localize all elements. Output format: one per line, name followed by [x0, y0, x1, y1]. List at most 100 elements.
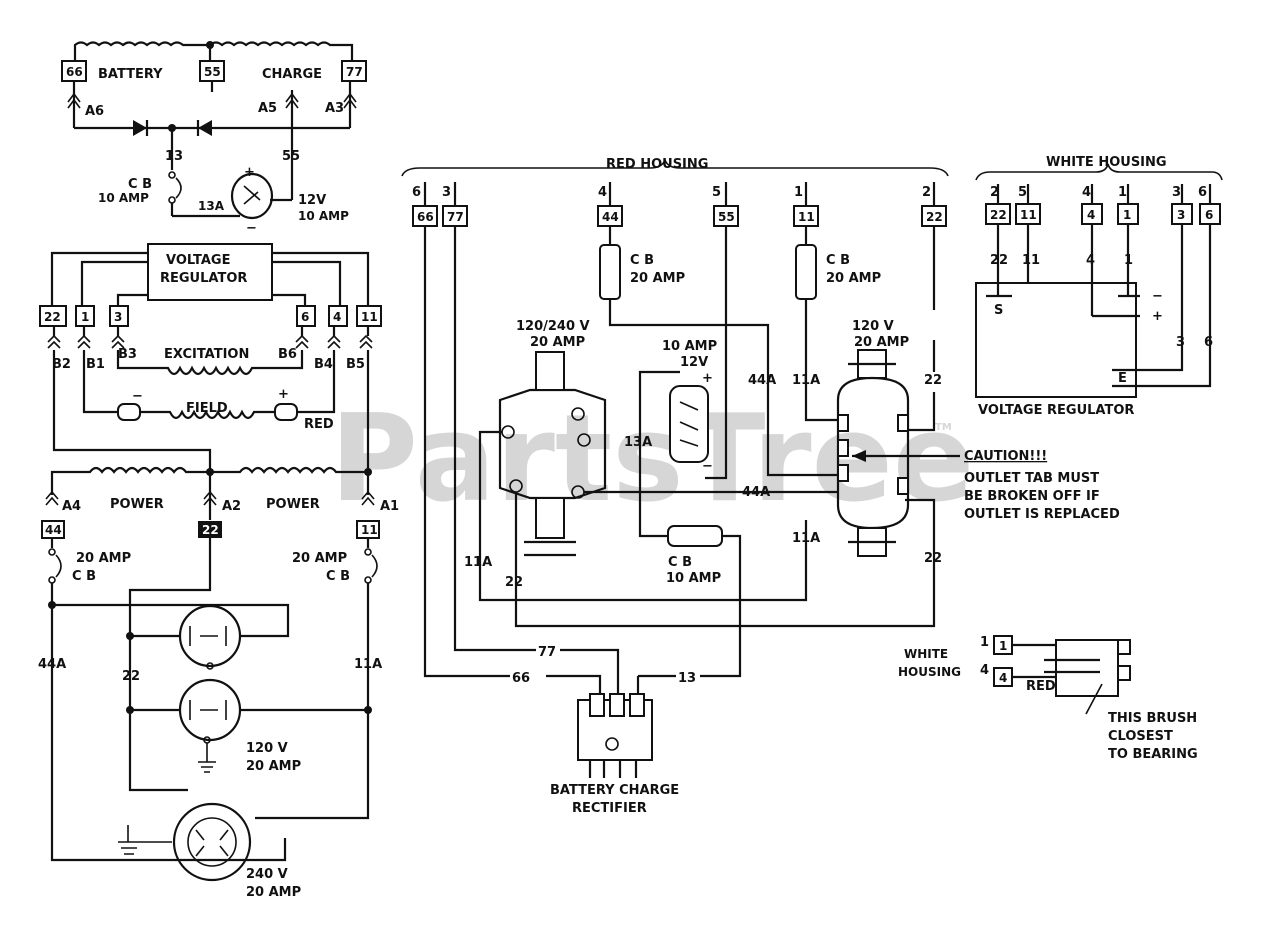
- svg-text:1: 1: [980, 635, 989, 650]
- svg-text:RED: RED: [1026, 679, 1056, 694]
- svg-text:4: 4: [1082, 185, 1091, 200]
- white-regulator-label: VOLTAGE REGULATOR: [978, 403, 1134, 418]
- svg-text:1: 1: [81, 310, 89, 324]
- outlet-120v-receptacle-icon: [836, 376, 910, 530]
- svg-text:22: 22: [202, 523, 219, 537]
- outlet-10amp: 10 AMP: [298, 209, 349, 223]
- svg-text:C B: C B: [72, 569, 96, 584]
- svg-text:11: 11: [361, 523, 378, 537]
- svg-text:TO BEARING: TO BEARING: [1108, 747, 1198, 762]
- svg-text:77: 77: [447, 210, 464, 224]
- svg-text:44A: 44A: [742, 485, 770, 500]
- svg-text:22: 22: [924, 373, 942, 388]
- svg-text:120/240 V: 120/240 V: [516, 319, 590, 334]
- svg-text:10 AMP: 10 AMP: [666, 571, 721, 586]
- svg-text:THIS BRUSH: THIS BRUSH: [1108, 711, 1197, 726]
- white-voltage-regulator-box: [975, 282, 1137, 398]
- svg-text:11A: 11A: [792, 531, 820, 546]
- svg-text:2: 2: [922, 185, 931, 200]
- svg-text:44: 44: [45, 523, 62, 537]
- terminal-55: [199, 60, 225, 82]
- outlet-12v: 12V: [298, 193, 326, 208]
- svg-text:11: 11: [798, 210, 815, 224]
- conn-a5: A5: [258, 101, 277, 116]
- svg-text:C B: C B: [668, 555, 692, 570]
- red-housing-section: RED HOUSING 6 3 4 5 1 2 66 77 44 55 11 2…: [401, 157, 949, 816]
- svg-text:22: 22: [990, 208, 1007, 222]
- svg-text:3: 3: [1172, 185, 1181, 200]
- svg-text:11A: 11A: [354, 657, 382, 672]
- wire-13a: 13A: [198, 199, 225, 213]
- svg-text:WHITE: WHITE: [904, 647, 948, 661]
- svg-text:BE BROKEN OFF IF: BE BROKEN OFF IF: [964, 489, 1100, 504]
- svg-text:3: 3: [442, 185, 451, 200]
- svg-text:6: 6: [412, 185, 421, 200]
- svg-text:A4: A4: [62, 499, 81, 514]
- svg-text:55: 55: [204, 65, 221, 79]
- svg-text:B6: B6: [278, 347, 297, 362]
- svg-text:22: 22: [44, 310, 61, 324]
- svg-text:B3: B3: [118, 347, 137, 362]
- svg-text:11A: 11A: [792, 373, 820, 388]
- svg-text:10 AMP: 10 AMP: [662, 339, 717, 354]
- svg-text:13A: 13A: [624, 435, 652, 450]
- dc-receptacle-icon: [669, 385, 709, 463]
- svg-text:20 AMP: 20 AMP: [630, 271, 685, 286]
- watermark: PartsTree: [330, 390, 974, 529]
- svg-text:6: 6: [1204, 335, 1213, 350]
- conn-a3: A3: [325, 101, 344, 116]
- watermark-tm: TM: [935, 422, 952, 433]
- svg-text:4: 4: [999, 671, 1007, 685]
- charge-label: CHARGE: [262, 67, 322, 82]
- svg-text:C B: C B: [326, 569, 350, 584]
- svg-text:−: −: [1152, 289, 1163, 304]
- svg-text:6: 6: [1198, 185, 1207, 200]
- svg-text:77: 77: [538, 645, 556, 660]
- left-regulator-section: VOLTAGE REGULATOR 22 1 3 6 4 11: [39, 243, 382, 472]
- svg-text:55: 55: [718, 210, 735, 224]
- wire-13: 13: [165, 149, 183, 164]
- battery-label: BATTERY: [98, 67, 163, 82]
- power-label-1: POWER: [110, 497, 164, 512]
- svg-text:120 V: 120 V: [852, 319, 894, 334]
- excitation-label: EXCITATION: [164, 347, 249, 362]
- terminal-77: [341, 60, 367, 82]
- svg-text:13: 13: [678, 671, 696, 686]
- svg-text:66: 66: [512, 671, 530, 686]
- svg-text:2: 2: [990, 185, 999, 200]
- cb-label: C B: [128, 177, 152, 192]
- svg-text:20 AMP: 20 AMP: [826, 271, 881, 286]
- wire-55: 55: [282, 149, 300, 164]
- svg-text:B4: B4: [314, 357, 333, 372]
- circuit-breaker-icon: [667, 525, 723, 547]
- svg-text:1: 1: [1118, 185, 1127, 200]
- svg-text:12V: 12V: [680, 355, 708, 370]
- outlet-240v-icon: [172, 802, 252, 882]
- red-label: RED: [304, 417, 334, 432]
- svg-text:5: 5: [1018, 185, 1027, 200]
- white-housing-title: WHITE HOUSING: [1046, 155, 1167, 170]
- regulator-title-1: VOLTAGE: [166, 253, 231, 268]
- svg-text:B5: B5: [346, 357, 365, 372]
- svg-text:+: +: [1152, 309, 1163, 324]
- svg-text:4: 4: [1086, 253, 1095, 268]
- svg-text:1: 1: [794, 185, 803, 200]
- svg-text:4: 4: [598, 185, 607, 200]
- rectifier-label-1: BATTERY CHARGE: [550, 783, 679, 798]
- brush-icon: [274, 403, 298, 421]
- dc-outlet-icon: [230, 172, 274, 220]
- svg-text:22: 22: [990, 253, 1008, 268]
- svg-text:3: 3: [1176, 335, 1185, 350]
- svg-text:B2: B2: [52, 357, 71, 372]
- svg-text:11: 11: [1022, 253, 1040, 268]
- outlet-120v-upper-icon: [178, 604, 242, 668]
- svg-text:E: E: [1118, 371, 1127, 386]
- svg-text:1: 1: [999, 639, 1007, 653]
- cb-amp: 10 AMP: [98, 191, 149, 205]
- caution-title: CAUTION!!!: [964, 449, 1047, 464]
- svg-text:6: 6: [301, 310, 309, 324]
- svg-text:20 AMP: 20 AMP: [530, 335, 585, 350]
- svg-text:C B: C B: [826, 253, 850, 268]
- field-label: FIELD: [186, 401, 228, 416]
